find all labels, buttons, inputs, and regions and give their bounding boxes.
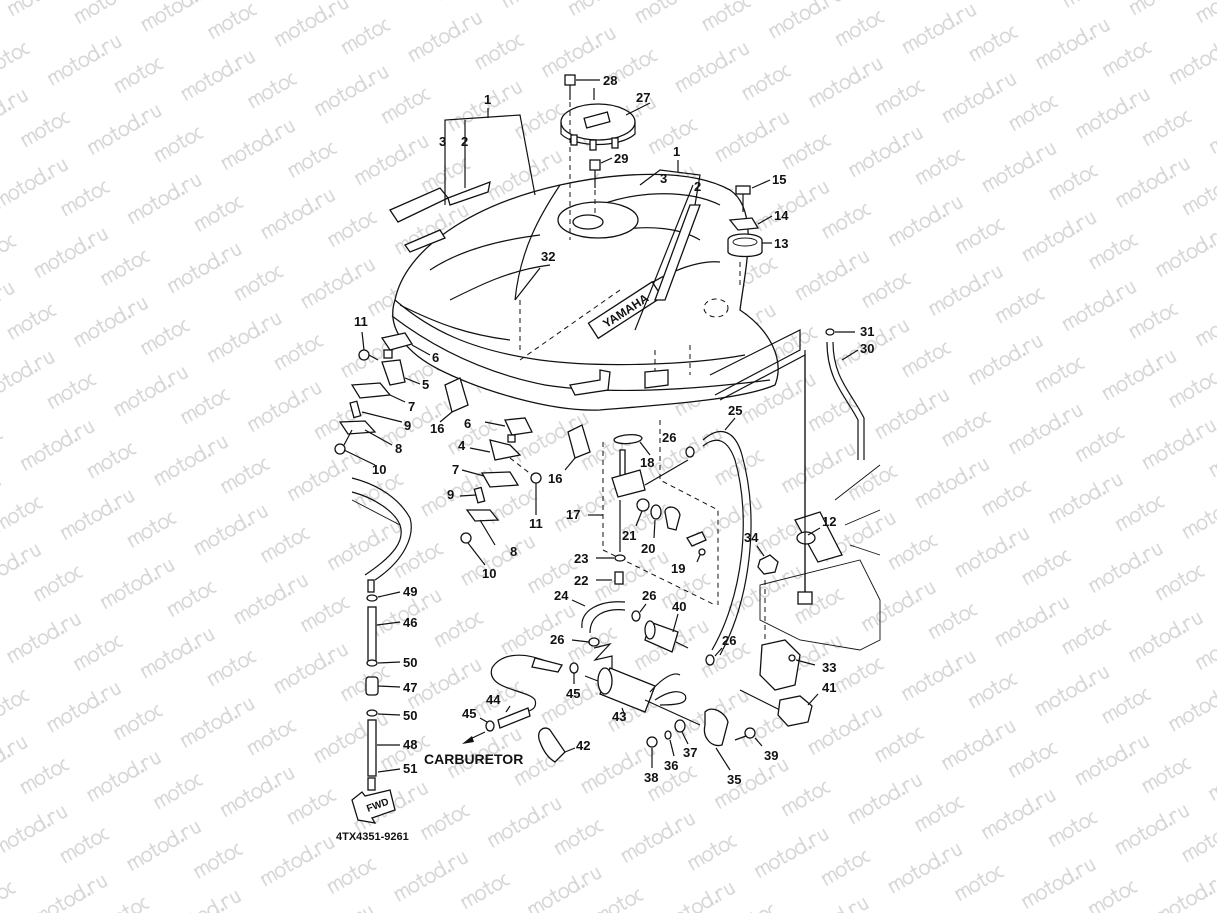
mount-bolt-15: [735, 179, 771, 212]
callout-2: 2: [694, 179, 701, 194]
callout-46: 46: [403, 615, 417, 630]
callout-5: 5: [422, 377, 429, 392]
callout-36: 36: [664, 758, 678, 773]
cap-bolt-28: [564, 74, 600, 240]
callout-8: 8: [510, 544, 517, 559]
callout-26: 26: [550, 632, 564, 647]
callout-11: 11: [354, 314, 368, 329]
left-mount-lower: [459, 417, 542, 566]
hose-clips-26: [571, 603, 723, 670]
fuel-pump-43: [584, 667, 701, 726]
drain-tube-set: [365, 579, 401, 791]
callout-22: 22: [574, 573, 588, 588]
callout-30: 30: [860, 341, 874, 356]
callout-18: 18: [640, 455, 654, 470]
callout-6: 6: [432, 350, 439, 365]
washer-14: [728, 215, 773, 231]
callout-3: 3: [660, 171, 667, 186]
fuel-filter-40: [644, 613, 689, 653]
left-mount-upper: [334, 331, 431, 466]
callout-41: 41: [822, 680, 836, 695]
callout-34: 34: [744, 530, 759, 545]
callout-45: 45: [566, 686, 580, 701]
callout-3: 3: [439, 134, 446, 149]
fuel-cock-assembly: [588, 420, 719, 606]
callout-2: 2: [461, 134, 468, 149]
fuel-hose-24: [571, 599, 626, 634]
drawing-number: 4TX4351-9261: [336, 831, 409, 843]
callout-9: 9: [404, 418, 411, 433]
callout-16: 16: [548, 471, 562, 486]
fwd-arrow: FWD: [351, 789, 396, 824]
decal-set-left: [389, 108, 536, 253]
fuel-hose-25: [685, 417, 752, 656]
callout-10: 10: [372, 462, 386, 477]
callout-33: 33: [822, 660, 836, 675]
carburetor-label: CARBURETOR: [424, 751, 523, 767]
damper-16a: [439, 377, 469, 423]
callout-9: 9: [447, 487, 454, 502]
callout-26: 26: [722, 633, 736, 648]
pump-bracket-35: [646, 708, 763, 771]
callout-16: 16: [430, 421, 444, 436]
callout-51: 51: [403, 761, 417, 776]
decal-set-right: [634, 160, 701, 331]
callout-25: 25: [728, 403, 742, 418]
damper-13: [727, 233, 772, 285]
bracket-42: [538, 727, 576, 763]
callout-26: 26: [662, 430, 676, 445]
callout-27: 27: [636, 90, 650, 105]
callout-50: 50: [403, 708, 417, 723]
callout-44: 44: [486, 692, 501, 707]
leader-lines: [514, 88, 595, 350]
callout-45: 45: [462, 706, 476, 721]
callout-49: 49: [403, 584, 417, 599]
callout-1: 1: [484, 92, 491, 107]
callout-29: 29: [614, 151, 628, 166]
cap-bolt-29: [589, 157, 613, 215]
callout-13: 13: [774, 236, 788, 251]
callout-20: 20: [641, 541, 655, 556]
damper-16b: [564, 424, 591, 471]
callout-26: 26: [642, 588, 656, 603]
callout-43: 43: [612, 709, 626, 724]
callout-50: 50: [403, 655, 417, 670]
fuel-hose-44: [462, 654, 579, 744]
relay-bracket-33: [739, 580, 816, 711]
callout-37: 37: [683, 745, 697, 760]
callout-1: 1: [673, 144, 680, 159]
callout-39: 39: [764, 748, 778, 763]
callout-23: 23: [574, 551, 588, 566]
callout-47: 47: [403, 680, 417, 695]
callout-6: 6: [464, 416, 471, 431]
callout-14: 14: [774, 208, 789, 223]
callout-24: 24: [554, 588, 569, 603]
callout-31: 31: [860, 324, 874, 339]
callout-12: 12: [822, 514, 836, 529]
callout-42: 42: [576, 738, 590, 753]
callout-labels: 1 2 3 1 2 3 4 5 6 6 7 7 8 8 9 9 10 10 11…: [354, 73, 874, 787]
callout-10: 10: [482, 566, 496, 581]
callout-35: 35: [727, 772, 741, 787]
fuel-cap: [560, 102, 651, 151]
seat-outline: [351, 477, 412, 581]
callout-21: 21: [622, 528, 636, 543]
callout-11: 11: [529, 516, 543, 531]
callout-48: 48: [403, 737, 417, 752]
callout-40: 40: [672, 599, 686, 614]
callout-28: 28: [603, 73, 617, 88]
callout-7: 7: [452, 462, 459, 477]
callout-7: 7: [408, 399, 415, 414]
rubber-41: [777, 693, 819, 727]
callout-15: 15: [772, 172, 786, 187]
callout-17: 17: [566, 507, 580, 522]
callout-4: 4: [458, 438, 466, 453]
callout-8: 8: [395, 441, 402, 456]
frame-section: [756, 350, 881, 651]
callout-19: 19: [671, 561, 685, 576]
callout-32: 32: [541, 249, 555, 264]
callout-38: 38: [644, 770, 658, 785]
